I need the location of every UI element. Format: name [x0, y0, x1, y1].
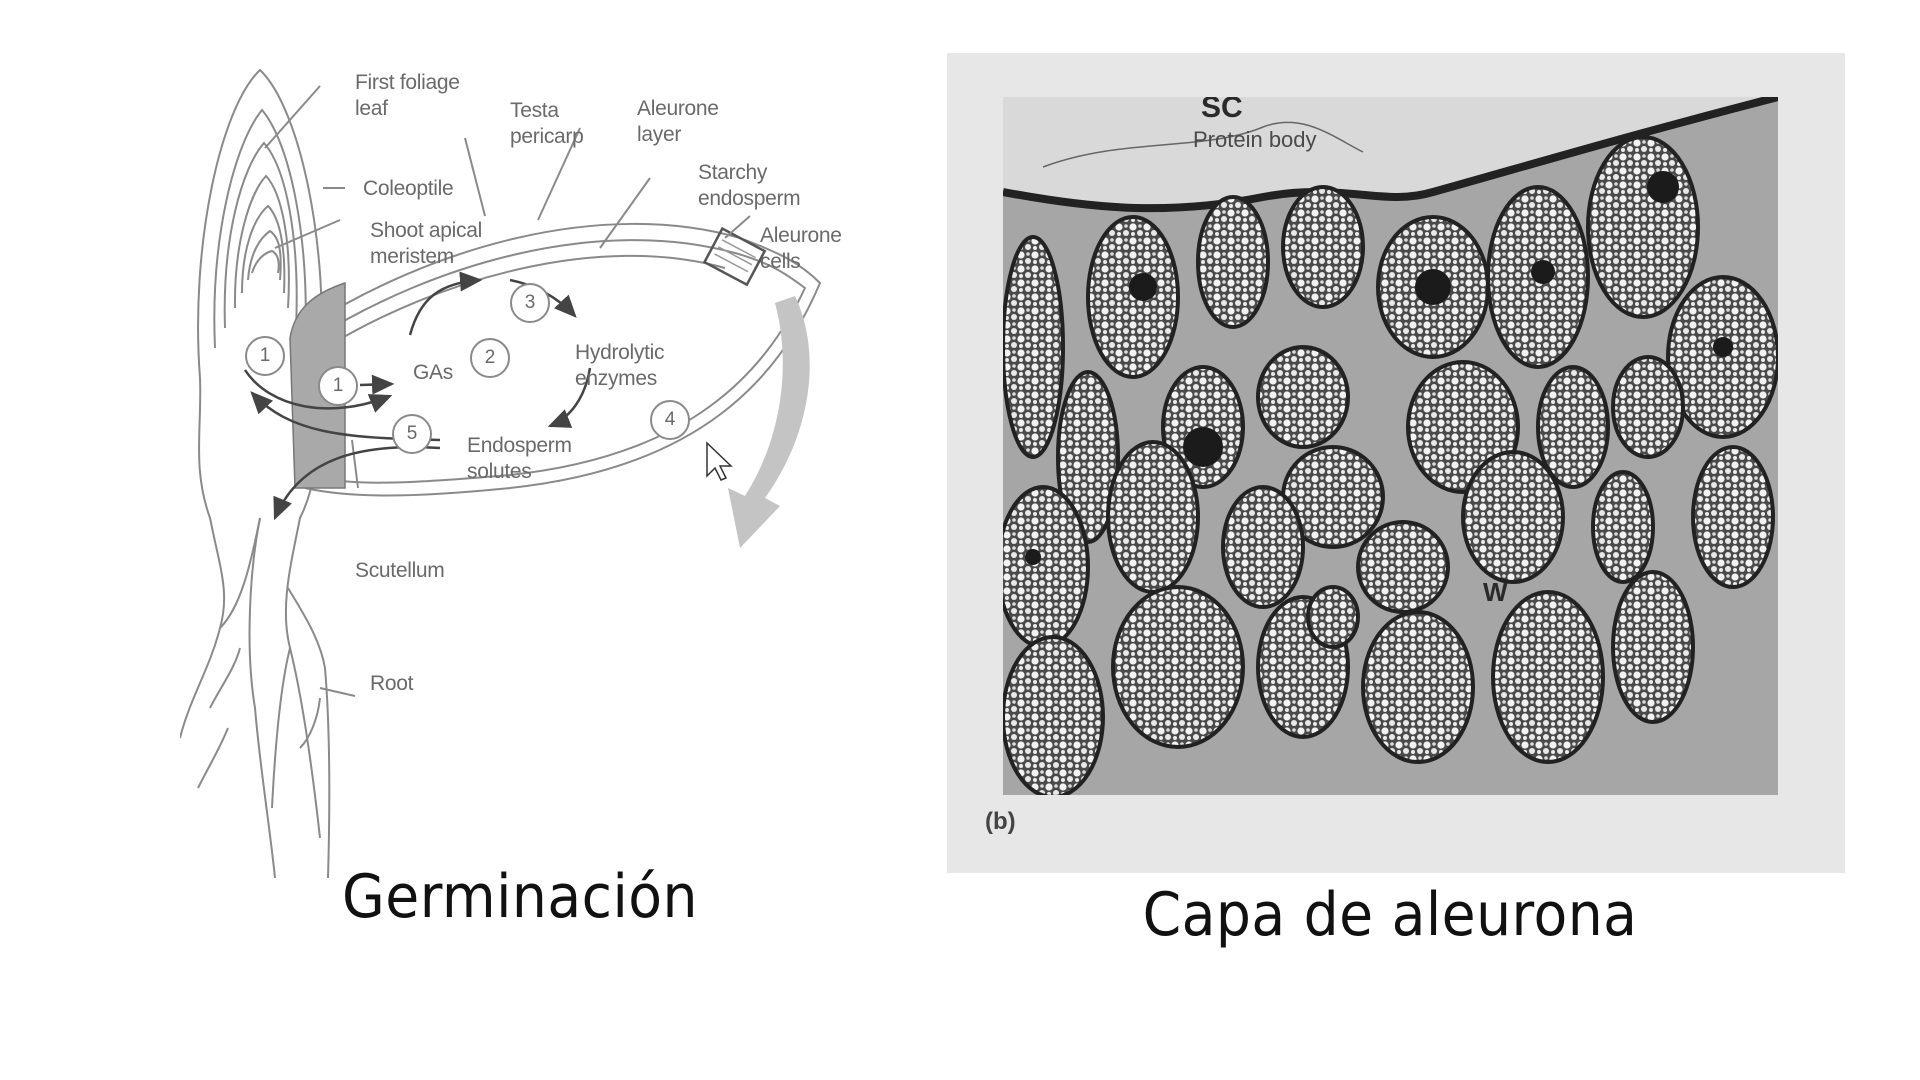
label-hydrolytic-enzymes: Hydrolytic enzymes: [575, 341, 665, 390]
label-aleurone-layer: Aleurone layer: [637, 97, 719, 146]
label-starchy-endosperm: Starchy endosperm: [698, 161, 801, 210]
step-circle-1-scutellum: 1: [318, 366, 358, 406]
label-aleurone-cells: Aleurone cells: [760, 224, 842, 273]
caption-germinacion: Germinación: [342, 862, 698, 932]
label-sc: SC: [1201, 97, 1243, 124]
seedling-grain-drawing: [180, 68, 822, 879]
mouse-cursor-icon: [706, 441, 733, 481]
large-curved-arrow: [728, 296, 810, 548]
caption-capa-de-aleurona: Capa de aleurona: [1142, 880, 1638, 950]
label-w: W: [1483, 577, 1508, 607]
aleurone-cells-photo: [1003, 97, 1778, 795]
label-scutellum: Scutellum: [355, 559, 445, 582]
label-root: Root: [370, 672, 414, 695]
step-circle-3: 3: [510, 283, 550, 323]
label-shoot-apical-meristem: Shoot apical meristem: [370, 219, 482, 268]
label-testa-pericarp: Testa pericarp: [510, 99, 584, 148]
label-coleoptile: Coleoptile: [363, 177, 454, 200]
label-endosperm-solutes: Endosperm solutes: [467, 434, 572, 483]
label-gas: GAs: [413, 361, 453, 384]
step-circle-2: 2: [470, 338, 510, 378]
step-circle-1-shoot: 1: [245, 336, 285, 376]
panel-letter-b: (b): [985, 808, 1016, 835]
step-circle-5: 5: [392, 414, 432, 454]
germination-diagram: First foliage leaf Coleoptile Shoot apic…: [180, 48, 900, 888]
label-first-foliage-leaf: First foliage leaf: [355, 71, 460, 120]
step-circle-4: 4: [650, 400, 690, 440]
label-protein-body: Protein body: [1193, 127, 1317, 152]
aleurone-micrograph: SC Protein body W: [1003, 97, 1778, 795]
